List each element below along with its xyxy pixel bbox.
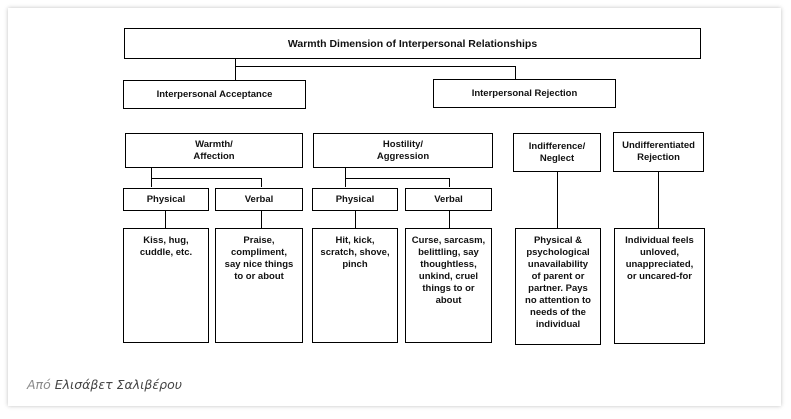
detail-line: unavailability xyxy=(527,259,589,270)
detail-line: say nice things xyxy=(224,259,294,270)
hostility-physical-detail: Hit, kick, scratch, shove, pinch xyxy=(312,228,398,343)
undifferentiated-detail: Individual feels unloved, unappreciated,… xyxy=(614,228,705,344)
interpersonal-rejection-box: Interpersonal Rejection xyxy=(433,79,616,108)
connector xyxy=(165,210,166,229)
indifference-line-1: Indifference/ xyxy=(528,140,586,152)
diagram-title: Warmth Dimension of Interpersonal Relati… xyxy=(124,28,701,59)
detail-line: cuddle, etc. xyxy=(139,247,193,258)
hostility-aggression-box: Hostility/ Aggression xyxy=(313,133,493,168)
physical-label: Physical xyxy=(146,193,186,205)
detail-line: needs of the xyxy=(530,307,586,318)
detail-line: scratch, shove, xyxy=(320,247,390,258)
connector xyxy=(449,210,450,229)
connector xyxy=(235,59,236,81)
hostility-verbal-detail: Curse, sarcasm, belittling, say thoughtl… xyxy=(405,228,492,343)
detail-line: of parent or xyxy=(531,271,585,282)
warmth-affection-box: Warmth/ Affection xyxy=(125,133,303,168)
detail-line: partner. Pays xyxy=(528,283,588,294)
connector xyxy=(345,178,449,179)
detail-line: about xyxy=(435,295,462,306)
undifferentiated-line-1: Undifferentiated xyxy=(622,140,695,151)
detail-line: belittling, say xyxy=(418,247,479,258)
hostility-line-1: Hostility/ xyxy=(382,138,424,150)
detail-line: Hit, kick, xyxy=(335,235,375,246)
caption-prefix: Από xyxy=(27,377,51,392)
connector xyxy=(658,172,659,229)
connector xyxy=(235,66,515,67)
detail-line: individual xyxy=(535,319,581,330)
indifference-neglect-box: Indifference/ Neglect xyxy=(513,133,601,172)
hostility-physical-box: Physical xyxy=(312,188,398,211)
hostility-verbal-box: Verbal xyxy=(405,188,492,211)
detail-line: Kiss, hug, xyxy=(143,235,189,246)
detail-line: unloved, xyxy=(639,247,680,258)
warmth-physical-box: Physical xyxy=(123,188,209,211)
detail-line: unkind, cruel xyxy=(418,271,479,282)
connector xyxy=(355,210,356,229)
verbal-label: Verbal xyxy=(434,193,463,205)
detail-line: no attention to xyxy=(525,295,591,306)
connector xyxy=(557,172,558,229)
indifference-line-2: Neglect xyxy=(539,152,575,164)
physical-label: Physical xyxy=(335,193,375,205)
detail-line: Curse, sarcasm, xyxy=(411,235,486,246)
warmth-line-1: Warmth/ xyxy=(195,138,233,150)
acceptance-label: Interpersonal Acceptance xyxy=(156,88,273,100)
title-text: Warmth Dimension of Interpersonal Relati… xyxy=(287,37,538,50)
connector xyxy=(151,167,152,187)
connector xyxy=(515,66,516,80)
verbal-label: Verbal xyxy=(244,193,274,205)
caption-author[interactable]: Ελισάβετ Σαλιβέρου xyxy=(54,377,182,392)
detail-line: Praise, xyxy=(243,235,275,246)
connector xyxy=(261,178,262,187)
detail-line: unappreciated, xyxy=(625,259,694,270)
connector xyxy=(261,210,262,229)
undifferentiated-rejection-box: Undifferentiated Rejection xyxy=(613,132,704,172)
hostility-line-2: Aggression xyxy=(376,150,430,162)
image-caption: Από Ελισάβετ Σαλιβέρου xyxy=(27,377,182,392)
warmth-verbal-detail: Praise, compliment, say nice things to o… xyxy=(215,228,303,343)
rejection-label: Interpersonal Rejection xyxy=(471,87,578,99)
warmth-line-2: Affection xyxy=(193,150,235,162)
detail-line: to or about xyxy=(234,271,284,282)
detail-line: thoughtless, xyxy=(420,259,477,270)
detail-line: things to or xyxy=(422,283,475,294)
connector xyxy=(449,178,450,187)
detail-line: Individual feels xyxy=(625,235,694,246)
interpersonal-acceptance-box: Interpersonal Acceptance xyxy=(123,80,306,109)
detail-line: or uncared-for xyxy=(627,271,692,282)
connector xyxy=(345,167,346,187)
detail-line: compliment, xyxy=(231,247,287,258)
detail-line: psychological xyxy=(526,247,590,258)
detail-line: Physical & xyxy=(533,235,583,246)
warmth-physical-detail: Kiss, hug, cuddle, etc. xyxy=(123,228,209,343)
connector xyxy=(151,178,261,179)
warmth-verbal-box: Verbal xyxy=(215,188,303,211)
neglect-detail: Physical & psychological unavailability … xyxy=(515,228,601,345)
detail-line: pinch xyxy=(342,259,368,270)
undifferentiated-line-2: Rejection xyxy=(637,152,680,163)
